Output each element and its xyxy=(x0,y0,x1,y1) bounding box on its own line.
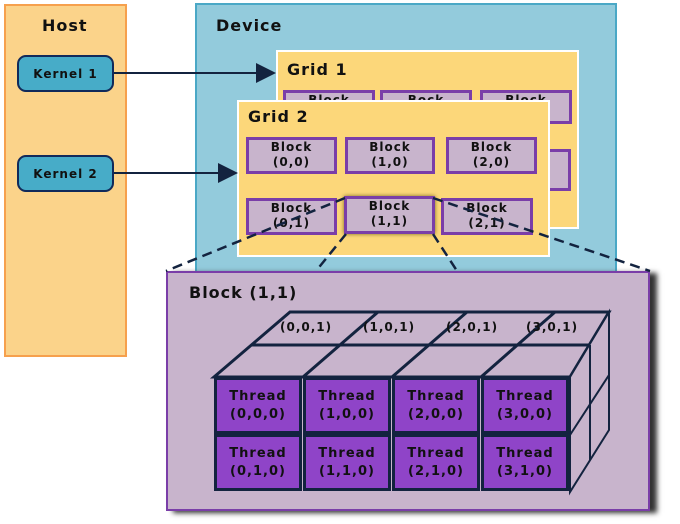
thread-label: Thread xyxy=(407,389,465,404)
thread-index: (3,1,0) xyxy=(497,464,553,479)
block-index: (0,0) xyxy=(272,155,311,169)
thread-label: Thread xyxy=(407,446,465,461)
block-1-1[interactable]: Block(1,1) xyxy=(344,196,435,234)
block-0-1[interactable]: Block(0,1) xyxy=(246,198,337,235)
thread-cube-outline xyxy=(209,308,612,496)
block-label: Block xyxy=(270,201,313,215)
block-label: Block xyxy=(368,199,411,213)
thread-index: (2,1,0) xyxy=(408,464,464,479)
thread-0-0-0[interactable]: Thread (0,0,0) xyxy=(214,377,302,434)
thread-index: (0,0,0) xyxy=(230,407,286,422)
thread-2-1-0[interactable]: Thread (2,1,0) xyxy=(392,434,480,491)
block-2-0[interactable]: Block(2,0) xyxy=(446,137,537,174)
thread-2-0-0[interactable]: Thread (2,0,0) xyxy=(392,377,480,434)
thread-label: Thread xyxy=(496,389,554,404)
back-thread-label: (3,0,1) xyxy=(526,320,579,334)
thread-index: (2,0,0) xyxy=(408,407,464,422)
thread-3-1-0[interactable]: Thread (3,1,0) xyxy=(481,434,569,491)
grid-2-label: Grid 2 xyxy=(248,107,309,126)
block-index: (1,0) xyxy=(371,155,409,169)
kernel-2[interactable]: Kernel 2 xyxy=(17,155,114,192)
block-detail-label: Block (1,1) xyxy=(189,283,298,302)
thread-index: (1,1,0) xyxy=(319,464,375,479)
block-index: (0,1) xyxy=(272,216,311,230)
thread-index: (3,0,0) xyxy=(497,407,553,422)
thread-label: Thread xyxy=(229,446,287,461)
grid-1-label: Grid 1 xyxy=(287,60,348,79)
kernel-1[interactable]: Kernel 1 xyxy=(17,55,114,92)
thread-index: (1,0,0) xyxy=(319,407,375,422)
block-0-0[interactable]: Block(0,0) xyxy=(246,137,337,174)
block-index: (1,1) xyxy=(370,214,409,228)
block-index: (2,0) xyxy=(472,155,511,169)
back-thread-label: (1,0,1) xyxy=(363,320,416,334)
host-label: Host xyxy=(42,16,88,35)
block-label: Block xyxy=(369,140,411,154)
thread-3-0-0[interactable]: Thread (3,0,0) xyxy=(481,377,569,434)
thread-label: Thread xyxy=(318,389,376,404)
thread-label: Thread xyxy=(496,446,554,461)
zoom-dashed-lines xyxy=(165,196,651,273)
block-label: Block xyxy=(466,201,508,215)
block-1-0[interactable]: Block(1,0) xyxy=(345,137,435,174)
thread-1-0-0[interactable]: Thread (1,0,0) xyxy=(303,377,391,434)
thread-1-1-0[interactable]: Thread (1,1,0) xyxy=(303,434,391,491)
back-thread-label: (2,0,1) xyxy=(446,320,499,334)
thread-label: Thread xyxy=(318,446,376,461)
thread-0-1-0[interactable]: Thread (0,1,0) xyxy=(214,434,302,491)
block-label: Block xyxy=(270,140,313,154)
back-thread-label: (0,0,1) xyxy=(280,320,333,334)
device-label: Device xyxy=(216,16,283,35)
block-label: Block xyxy=(470,140,513,154)
thread-index: (0,1,0) xyxy=(230,464,286,479)
thread-label: Thread xyxy=(229,389,287,404)
